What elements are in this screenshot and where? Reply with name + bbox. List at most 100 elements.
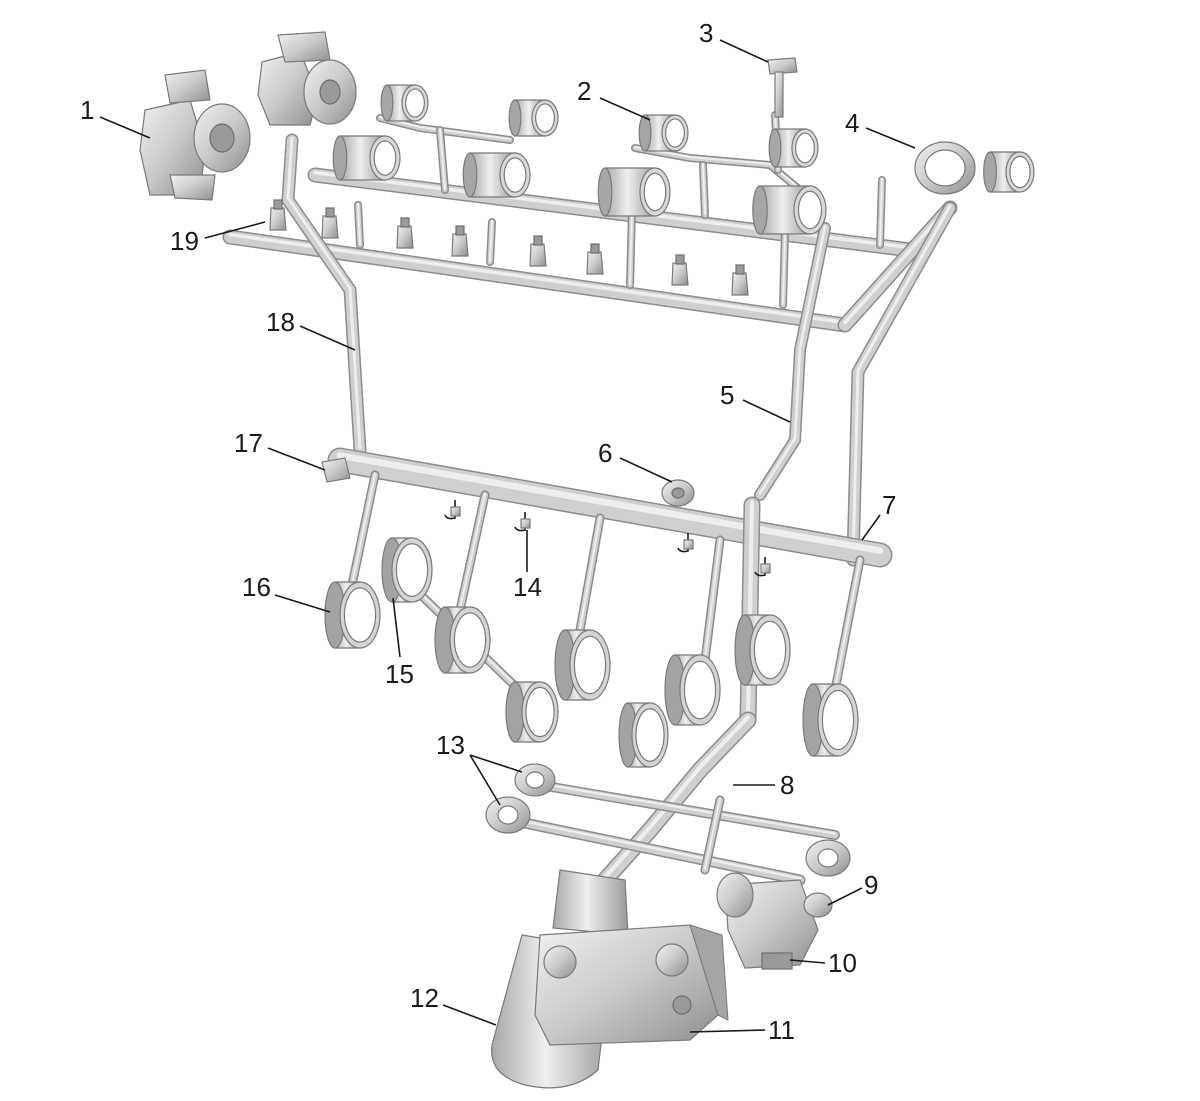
main-oil-gallery	[327, 447, 893, 568]
callout-label-2: 2	[577, 76, 591, 106]
cam-bearing-shell-4	[768, 128, 819, 168]
spray-nozzle-6	[586, 243, 604, 275]
cam-bearing-shell-9	[752, 185, 827, 235]
callout-17: 17	[234, 428, 326, 471]
pipe-fittings-13	[485, 763, 556, 834]
main-bearing-shell-2	[381, 537, 433, 603]
bearing-feed-pipe-2	[455, 490, 490, 615]
cam-bearing-shell-3	[638, 114, 689, 152]
callout-label-12: 12	[410, 983, 439, 1013]
callout-6: 6	[598, 438, 673, 483]
main-bearing-shell-3	[434, 606, 491, 674]
rail-link-pipe-3	[626, 206, 636, 289]
cam-bearing-shell-2	[508, 99, 559, 137]
callout-8: 8	[733, 770, 794, 800]
callout-label-4: 4	[845, 108, 859, 138]
callout-label-13: 13	[436, 730, 465, 760]
oil-cooler	[534, 924, 729, 1046]
callout-label-5: 5	[720, 380, 734, 410]
upper-drop-pipe-c	[876, 176, 886, 249]
callout-5: 5	[720, 380, 791, 423]
camshaft-drive-assembly	[139, 31, 357, 201]
bearing-feed-pipe-5	[830, 555, 865, 695]
spray-nozzle-5	[529, 235, 547, 267]
upper-bearing-shells	[332, 84, 1035, 235]
callout-9: 9	[827, 870, 878, 906]
main-bearing-shell-7	[734, 614, 791, 686]
lower-cross-pipe-b	[535, 780, 840, 840]
clamp-ring-upper-right	[914, 141, 976, 195]
callout-3: 3	[699, 18, 769, 63]
callout-label-10: 10	[828, 948, 857, 978]
cam-bearing-shell-8	[597, 167, 671, 217]
callout-label-14: 14	[513, 572, 542, 602]
cam-bearing-shell-6	[332, 135, 401, 181]
callout-11: 11	[689, 1015, 795, 1045]
spray-nozzle-3	[396, 217, 414, 249]
supply-pipe-to-filter	[596, 711, 757, 889]
spray-nozzle-2	[321, 207, 339, 239]
right-descending-pipe-7	[846, 201, 957, 567]
vertical-supply-trunk-8	[739, 496, 761, 729]
callout-4: 4	[845, 108, 916, 149]
piston-jet-1	[444, 500, 461, 520]
rail-link-pipe-4	[779, 228, 789, 309]
callout-label-3: 3	[699, 18, 713, 48]
callout-15: 15	[385, 597, 414, 689]
main-bearing-shell-5	[505, 681, 559, 743]
main-bearing-shell-6	[664, 654, 721, 726]
piston-cooling-jets	[444, 500, 771, 577]
bearing-feed-pipe-3	[575, 513, 605, 635]
upper-feed-pipe-b	[631, 144, 804, 194]
oil-pump-valve-housing	[716, 839, 851, 970]
bearing-feed-pipe-1	[347, 470, 380, 590]
cam-bearing-shell-5	[983, 151, 1035, 193]
bearing-feed-pipe-4	[700, 535, 725, 665]
lower-drop-pipe	[700, 795, 725, 875]
main-bearing-shell-8	[618, 702, 669, 768]
cam-bearing-shell-7	[462, 152, 531, 198]
nozzle-oil-rail	[222, 229, 853, 333]
upper-drop-pipe-b	[699, 161, 709, 219]
spray-nozzle-1	[269, 199, 287, 231]
callout-13: 13	[436, 730, 523, 806]
callout-7: 7	[861, 490, 896, 541]
gallery-end-fitting	[321, 457, 351, 483]
callout-label-15: 15	[385, 659, 414, 689]
callout-16: 16	[242, 572, 331, 613]
cam-bearing-shell-1	[380, 84, 429, 122]
callout-label-8: 8	[780, 770, 794, 800]
piston-jet-4	[754, 557, 771, 577]
upper-drop-pipe-a	[436, 126, 449, 194]
callout-1: 1	[80, 95, 151, 139]
callout-label-17: 17	[234, 428, 263, 458]
callout-label-7: 7	[882, 490, 896, 520]
main-bearing-shells	[324, 537, 859, 768]
callout-label-18: 18	[266, 307, 295, 337]
piston-jet-3	[677, 533, 694, 553]
callout-layer: 1 2 3 4 5 6 7 8	[80, 18, 916, 1045]
callout-label-9: 9	[864, 870, 878, 900]
callout-10: 10	[789, 948, 857, 978]
lower-cross-pipe-a	[504, 814, 806, 886]
callout-label-1: 1	[80, 95, 94, 125]
parts-layer	[139, 31, 1035, 1089]
spray-nozzle-7	[671, 254, 689, 286]
top-fitting	[767, 57, 798, 118]
callout-label-16: 16	[242, 572, 271, 602]
callout-label-6: 6	[598, 438, 612, 468]
callout-2: 2	[577, 76, 651, 121]
rail-link-pipe-1	[354, 201, 364, 249]
gallery-plug	[661, 479, 695, 507]
callout-label-19: 19	[170, 226, 199, 256]
callout-label-11: 11	[768, 1015, 795, 1045]
main-bearing-shell-1	[324, 581, 381, 649]
spray-nozzle-8	[731, 264, 749, 296]
oil-spray-nozzles	[269, 199, 749, 296]
main-bearing-shell-9	[802, 683, 859, 757]
callout-18: 18	[266, 307, 356, 351]
winding-pipe-5	[754, 222, 831, 501]
callout-19: 19	[170, 221, 266, 256]
main-bearing-shell-4	[554, 629, 611, 701]
